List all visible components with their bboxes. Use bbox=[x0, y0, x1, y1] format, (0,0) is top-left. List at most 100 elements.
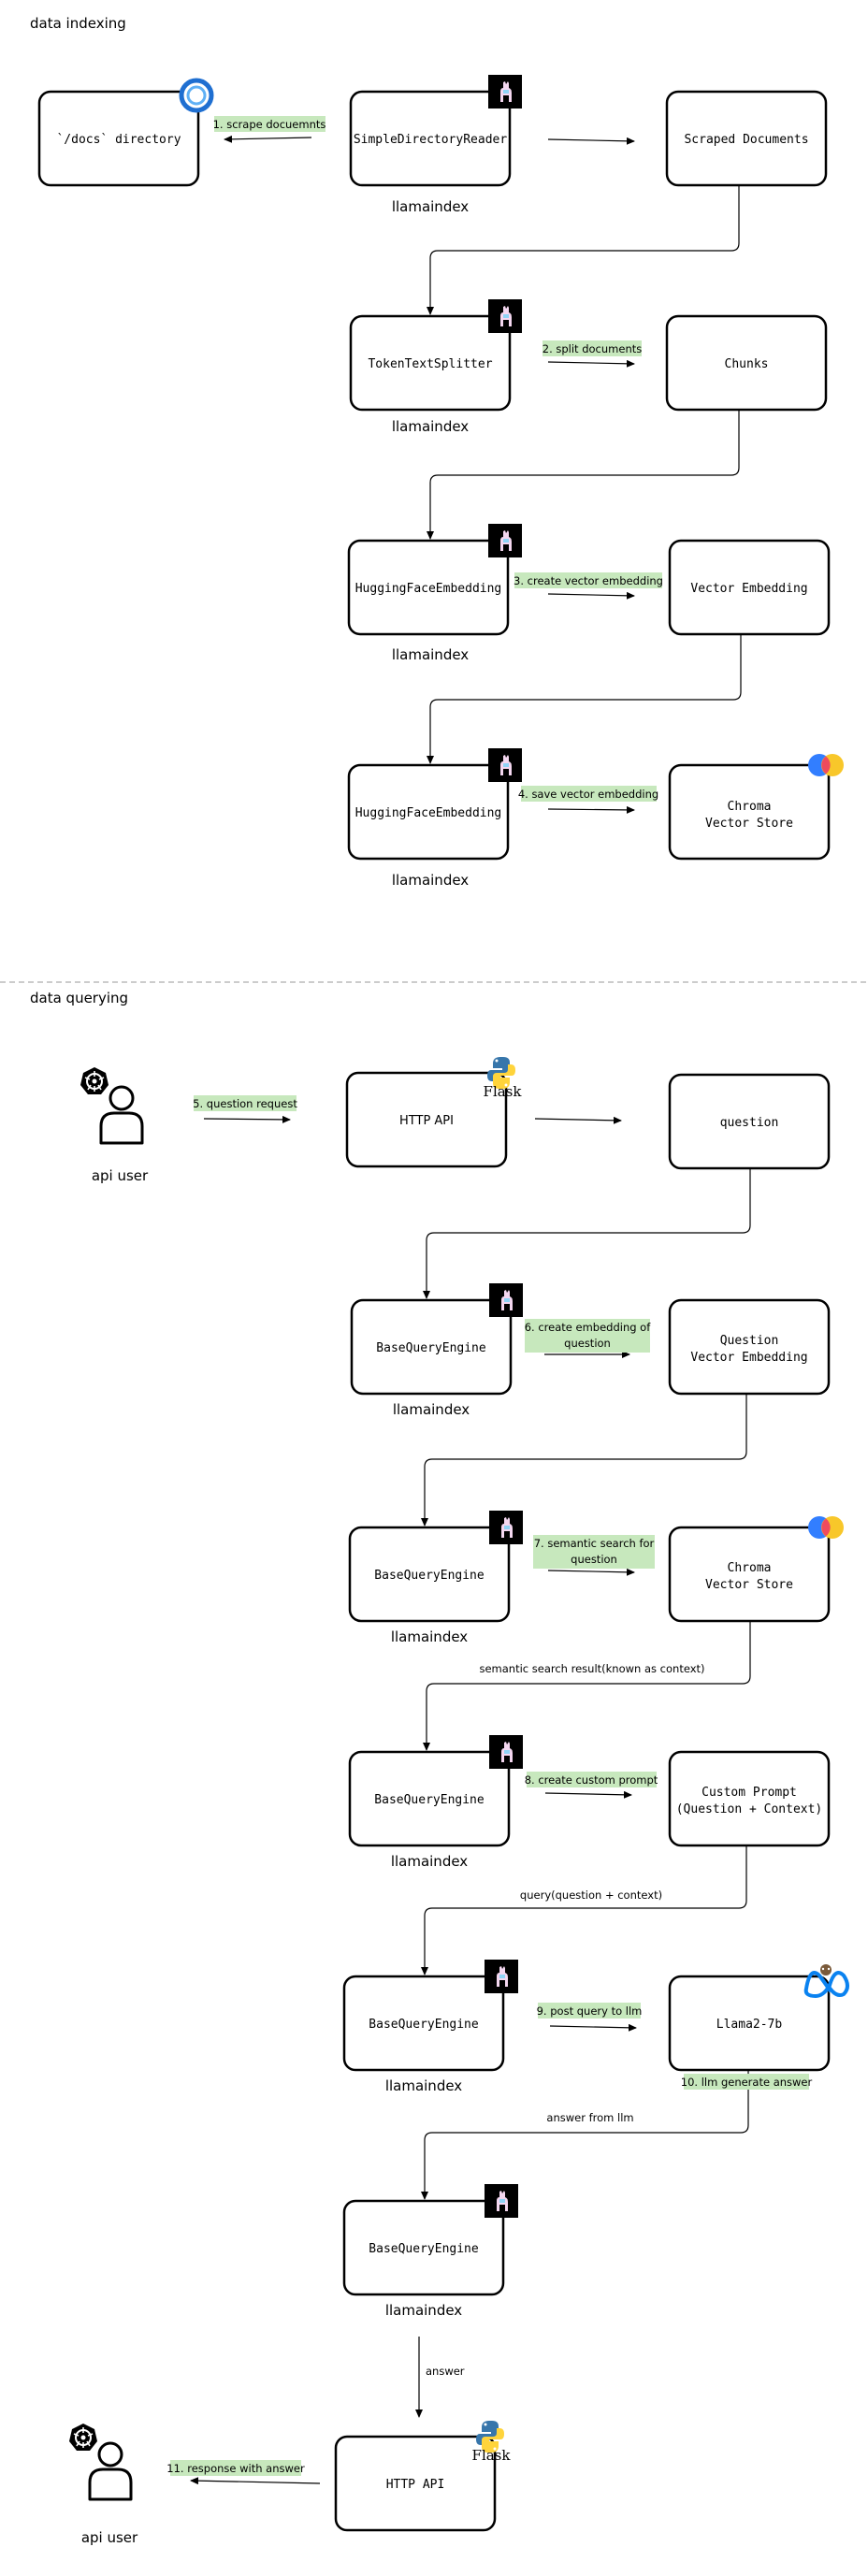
arrow-llm-to-bqe bbox=[421, 2070, 749, 2200]
edge-label-answer-from-llm: answer from llm bbox=[546, 2111, 633, 2124]
base-query-engine-box-5: BaseQueryEngine bbox=[342, 2199, 505, 2296]
llamaindex-caption: llamaindex bbox=[385, 2302, 462, 2319]
http-api-box-2: HTTP API bbox=[334, 2435, 497, 2532]
llama-icon bbox=[488, 75, 522, 109]
blue-ring-icon bbox=[179, 78, 214, 113]
custom-prompt-box: Custom Prompt (Question + Context) bbox=[668, 1750, 831, 1847]
arrow-reader-to-scraped bbox=[547, 137, 635, 145]
arrow-custom-prompt bbox=[544, 1790, 632, 1799]
svg-text:question: question bbox=[571, 1553, 617, 1566]
llamaindex-caption: llamaindex bbox=[393, 1401, 470, 1418]
llama-icon bbox=[489, 1735, 523, 1769]
llama-icon bbox=[489, 1511, 523, 1544]
svg-text:4. save vector embedding: 4. save vector embedding bbox=[518, 788, 658, 801]
llama-icon bbox=[485, 2184, 518, 2218]
http-api-label-1: HTTP API bbox=[399, 1114, 454, 1128]
custom-prompt-label-a: Custom Prompt bbox=[702, 1786, 797, 1800]
step-label-5: 5. question request bbox=[193, 1095, 297, 1111]
svg-text:9. post query to llm: 9. post query to llm bbox=[537, 2004, 643, 2018]
chroma-label-1b: Vector Store bbox=[705, 817, 793, 831]
svg-text:question: question bbox=[564, 1337, 611, 1350]
llamaindex-caption: llamaindex bbox=[385, 2077, 462, 2094]
arrow-vector-to-bqe bbox=[421, 1394, 747, 1527]
arrow-post-query bbox=[549, 2023, 637, 2032]
scraped-documents-label: Scraped Documents bbox=[684, 133, 808, 147]
chunks-label: Chunks bbox=[725, 357, 769, 371]
chroma-logo-icon bbox=[808, 754, 844, 776]
edge-label-query: query(question + context) bbox=[520, 1889, 662, 1902]
step-label-1: 1. scrape docuemnts bbox=[213, 116, 326, 132]
arrow-save-embedding bbox=[547, 805, 635, 814]
docs-directory-box: `/docs` directory bbox=[37, 90, 200, 187]
step-label-10: 10. llm generate answer bbox=[681, 2074, 813, 2090]
step-label-3: 3. create vector embedding bbox=[514, 572, 663, 588]
api-user-caption: api user bbox=[81, 2529, 138, 2546]
arrow-scraped-to-splitter bbox=[427, 185, 740, 315]
http-api-label-2: HTTP API bbox=[386, 2478, 445, 2492]
svg-text:8. create custom prompt: 8. create custom prompt bbox=[525, 1773, 658, 1787]
edge-label-answer: answer bbox=[426, 2365, 465, 2378]
edge-label-semantic-result: semantic search result(known as context) bbox=[479, 1662, 704, 1675]
llama-icon bbox=[488, 299, 522, 333]
hf-embedding-label-1: HuggingFaceEmbedding bbox=[355, 582, 502, 596]
hf-embedding-label-2: HuggingFaceEmbedding bbox=[355, 806, 502, 820]
kubernetes-icon bbox=[68, 2423, 98, 2452]
section-title-querying: data querying bbox=[30, 990, 128, 1006]
docs-directory-label: `/docs` directory bbox=[56, 133, 181, 147]
kubernetes-icon bbox=[80, 1066, 109, 1095]
step-label-9: 9. post query to llm bbox=[537, 2003, 643, 2019]
step-label-7: 7. semantic search for question bbox=[533, 1535, 655, 1569]
chunks-box: Chunks bbox=[665, 314, 828, 412]
arrow-split bbox=[547, 359, 635, 368]
llama-icon bbox=[488, 748, 522, 782]
llamaindex-caption: llamaindex bbox=[392, 198, 469, 215]
section-title-indexing: data indexing bbox=[30, 15, 126, 32]
scraped-documents-box: Scraped Documents bbox=[665, 90, 828, 187]
svg-text:10. llm generate answer: 10. llm generate answer bbox=[681, 2076, 813, 2089]
hf-embedding-box-1: HuggingFaceEmbedding bbox=[347, 539, 510, 636]
bqe-label-1: BaseQueryEngine bbox=[376, 1341, 486, 1355]
question-vector-label-a: Question bbox=[720, 1334, 779, 1348]
base-query-engine-box-1: BaseQueryEngine bbox=[350, 1298, 513, 1396]
arrow-response bbox=[190, 2477, 321, 2485]
step-label-6: 6. create embedding of question bbox=[525, 1319, 651, 1353]
llamaindex-caption: llamaindex bbox=[391, 1853, 468, 1870]
arrow-vector-to-embedding bbox=[427, 634, 742, 764]
api-user-caption: api user bbox=[92, 1167, 149, 1184]
arrow-chunks-to-embedding bbox=[427, 410, 740, 540]
svg-text:11. response with answer: 11. response with answer bbox=[166, 2462, 305, 2475]
chroma-label-2a: Chroma bbox=[728, 1561, 772, 1575]
bqe-label-3: BaseQueryEngine bbox=[374, 1793, 485, 1807]
base-query-engine-box-3: BaseQueryEngine bbox=[348, 1750, 511, 1847]
chroma-vector-store-box-1: Chroma Vector Store bbox=[668, 763, 831, 861]
llama-icon bbox=[488, 524, 522, 557]
base-query-engine-box-4: BaseQueryEngine bbox=[342, 1975, 505, 2072]
arrow-semantic-search bbox=[547, 1568, 635, 1576]
token-text-splitter-label: TokenTextSplitter bbox=[368, 357, 492, 371]
http-api-box-1: HTTP API bbox=[345, 1071, 508, 1168]
token-text-splitter-box: TokenTextSplitter bbox=[349, 314, 512, 412]
step-label-4: 4. save vector embedding bbox=[518, 786, 658, 802]
llama2-box: Llama2-7b bbox=[668, 1975, 831, 2072]
arrow-question-to-bqe bbox=[423, 1168, 751, 1299]
question-vector-label-b: Vector Embedding bbox=[690, 1351, 807, 1365]
arrow-api-to-question bbox=[534, 1116, 622, 1124]
question-vector-embedding-box: Question Vector Embedding bbox=[668, 1298, 831, 1396]
step-label-11: 11. response with answer bbox=[166, 2460, 305, 2476]
base-query-engine-box-2: BaseQueryEngine bbox=[348, 1526, 511, 1623]
question-box: question bbox=[668, 1073, 831, 1170]
llamaindex-caption: llamaindex bbox=[391, 1628, 468, 1645]
llama-icon bbox=[489, 1283, 523, 1317]
llamaindex-caption: llamaindex bbox=[392, 646, 469, 663]
chroma-logo-icon bbox=[808, 1516, 844, 1539]
llama2-label: Llama2-7b bbox=[716, 2018, 783, 2032]
simple-directory-reader-box: SimpleDirectoryReader bbox=[349, 90, 512, 187]
step-label-8: 8. create custom prompt bbox=[525, 1772, 658, 1787]
arrow-question-request bbox=[203, 1115, 291, 1123]
llamaindex-caption: llamaindex bbox=[392, 418, 469, 435]
svg-text:1. scrape docuemnts: 1. scrape docuemnts bbox=[213, 118, 326, 131]
svg-text:3. create vector embedding: 3. create vector embedding bbox=[514, 574, 663, 587]
arrow-scrape bbox=[224, 135, 312, 143]
flask-logo-text: Flask bbox=[472, 2447, 512, 2464]
